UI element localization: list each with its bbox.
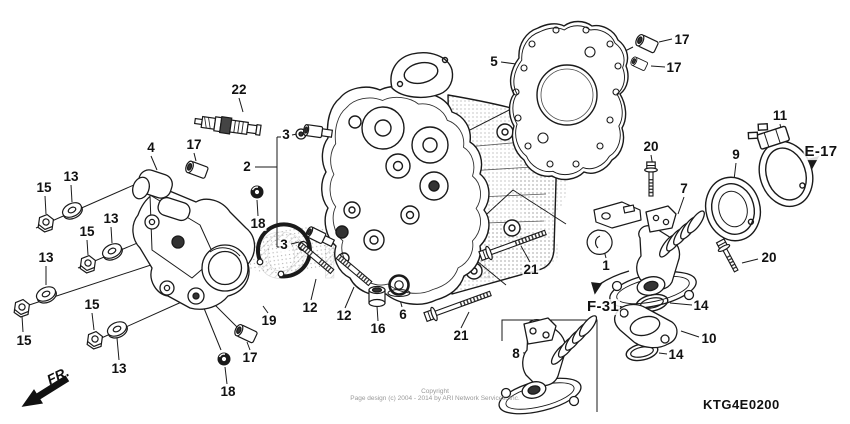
part-label-12[interactable]: 12 bbox=[301, 299, 319, 316]
part-label-19[interactable]: 19 bbox=[260, 312, 278, 329]
part-label-2[interactable]: 2 bbox=[242, 158, 252, 175]
part-label-15[interactable]: 15 bbox=[35, 179, 53, 196]
clamp-stay-drawing bbox=[586, 201, 642, 255]
band-clamp-drawing bbox=[747, 123, 814, 208]
part-label-16[interactable]: 16 bbox=[369, 320, 387, 337]
part-label-20[interactable]: 20 bbox=[642, 138, 660, 155]
part-label-6[interactable]: 6 bbox=[398, 306, 408, 323]
part-label-17[interactable]: 17 bbox=[185, 136, 203, 153]
rocker-arm-assembly-drawing bbox=[132, 169, 256, 310]
part-label-18[interactable]: 18 bbox=[249, 215, 267, 232]
part-label-12[interactable]: 12 bbox=[335, 307, 353, 324]
diagram-code: KTG4E0200 bbox=[703, 397, 780, 412]
part-label-10[interactable]: 10 bbox=[700, 330, 718, 347]
part-label-18[interactable]: 18 bbox=[219, 383, 237, 400]
insulator-drawing bbox=[704, 176, 762, 242]
part-label-14[interactable]: 14 bbox=[692, 297, 710, 314]
collar-drawing bbox=[368, 285, 386, 308]
intake-pipe-drawing bbox=[609, 205, 705, 309]
copyright-line1: Copyright bbox=[421, 388, 449, 395]
joint-plate-drawing bbox=[613, 303, 678, 349]
part-label-3[interactable]: 3 bbox=[279, 236, 289, 253]
part-label-15[interactable]: 15 bbox=[15, 332, 33, 349]
ref-label-e-17[interactable]: E-17 bbox=[803, 143, 839, 161]
part-label-13[interactable]: 13 bbox=[102, 210, 120, 227]
snap-ring-drawing bbox=[255, 222, 312, 279]
copyright-text: Copyright Page design (c) 2004 - 2014 by… bbox=[290, 388, 580, 402]
part-label-11[interactable]: 11 bbox=[771, 107, 789, 124]
part-label-15[interactable]: 15 bbox=[83, 296, 101, 313]
part-label-22[interactable]: 22 bbox=[230, 81, 248, 98]
part-label-3[interactable]: 3 bbox=[281, 126, 291, 143]
part-label-13[interactable]: 13 bbox=[37, 249, 55, 266]
part-label-17[interactable]: 17 bbox=[241, 349, 259, 366]
part-label-7[interactable]: 7 bbox=[679, 180, 689, 197]
part-label-17[interactable]: 17 bbox=[665, 59, 683, 76]
part-label-8[interactable]: 8 bbox=[511, 345, 521, 362]
part-label-13[interactable]: 13 bbox=[110, 360, 128, 377]
part-label-17[interactable]: 17 bbox=[673, 31, 691, 48]
oil-seal-drawing bbox=[387, 274, 411, 298]
head-gasket-drawing bbox=[508, 20, 629, 181]
part-label-21[interactable]: 21 bbox=[452, 327, 470, 344]
ref-label-f-31[interactable]: F-31 bbox=[585, 298, 621, 316]
part-label-14[interactable]: 14 bbox=[667, 346, 685, 363]
part-label-13[interactable]: 13 bbox=[62, 168, 80, 185]
part-label-9[interactable]: 9 bbox=[731, 146, 741, 163]
part-label-21[interactable]: 21 bbox=[522, 261, 540, 278]
part-label-15[interactable]: 15 bbox=[78, 223, 96, 240]
part-label-20[interactable]: 20 bbox=[760, 249, 778, 266]
intake-pipe-b-drawing bbox=[498, 315, 598, 415]
part-label-5[interactable]: 5 bbox=[489, 53, 499, 70]
part-label-1[interactable]: 1 bbox=[601, 257, 611, 274]
copyright-line2: Page design (c) 2004 - 2014 by ARI Netwo… bbox=[350, 395, 520, 402]
part-label-4[interactable]: 4 bbox=[146, 139, 156, 156]
f31-arrow bbox=[591, 270, 630, 295]
spark-plug-drawing bbox=[193, 115, 262, 136]
